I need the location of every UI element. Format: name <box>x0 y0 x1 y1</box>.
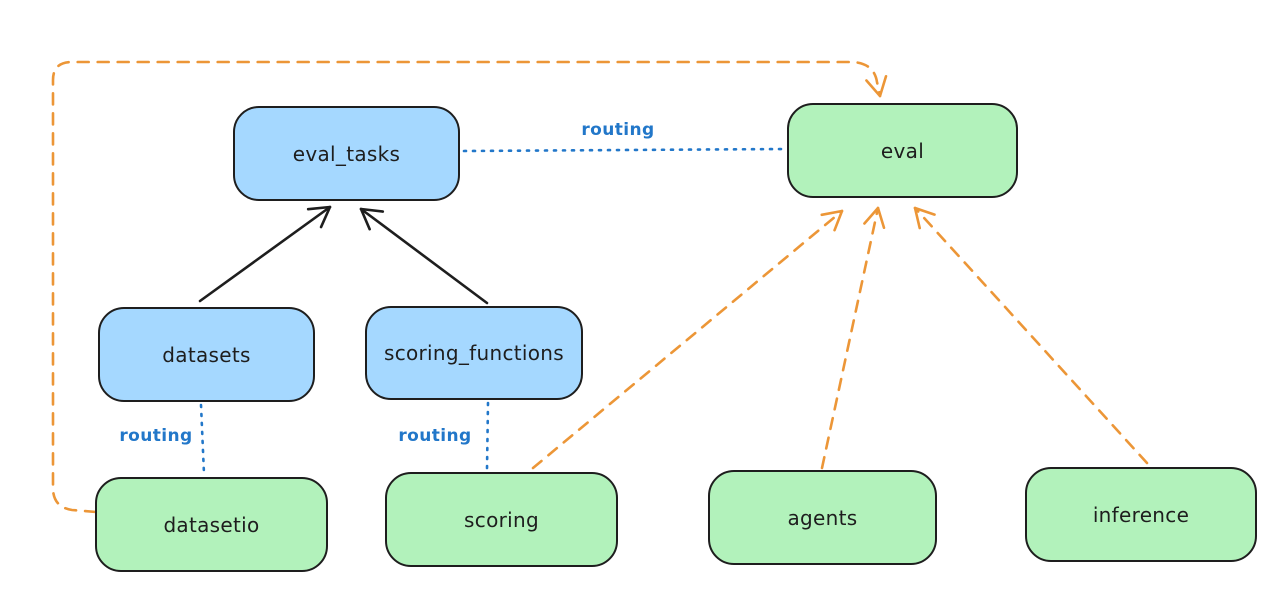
edge-eval-tasks-to-eval-routing <box>462 147 785 153</box>
node-datasetio: datasetio <box>95 477 328 572</box>
edge-datasetio-to-eval <box>51 60 888 514</box>
edge-scoring-to-eval <box>531 209 844 470</box>
node-agents: agents <box>708 470 937 565</box>
node-eval: eval <box>787 103 1018 198</box>
node-scoring-functions: scoring_functions <box>365 306 583 400</box>
edge-label-routing-right: routing <box>398 426 472 446</box>
edge-label-routing-left: routing <box>119 426 193 446</box>
edge-datasets-to-eval-tasks <box>198 205 332 303</box>
node-datasets: datasets <box>98 307 315 402</box>
edge-inference-to-eval <box>913 206 1149 465</box>
edge-label-routing-top: routing <box>581 120 655 140</box>
edge-datasets-to-datasetio-routing <box>199 403 206 476</box>
node-inference: inference <box>1025 467 1257 562</box>
edge-agents-to-eval <box>820 206 886 470</box>
edge-scoring-functions-to-eval-tasks <box>359 207 489 305</box>
edge-scoring-functions-to-scoring-routing <box>485 401 490 471</box>
node-eval-tasks: eval_tasks <box>233 106 460 201</box>
node-scoring: scoring <box>385 472 618 567</box>
